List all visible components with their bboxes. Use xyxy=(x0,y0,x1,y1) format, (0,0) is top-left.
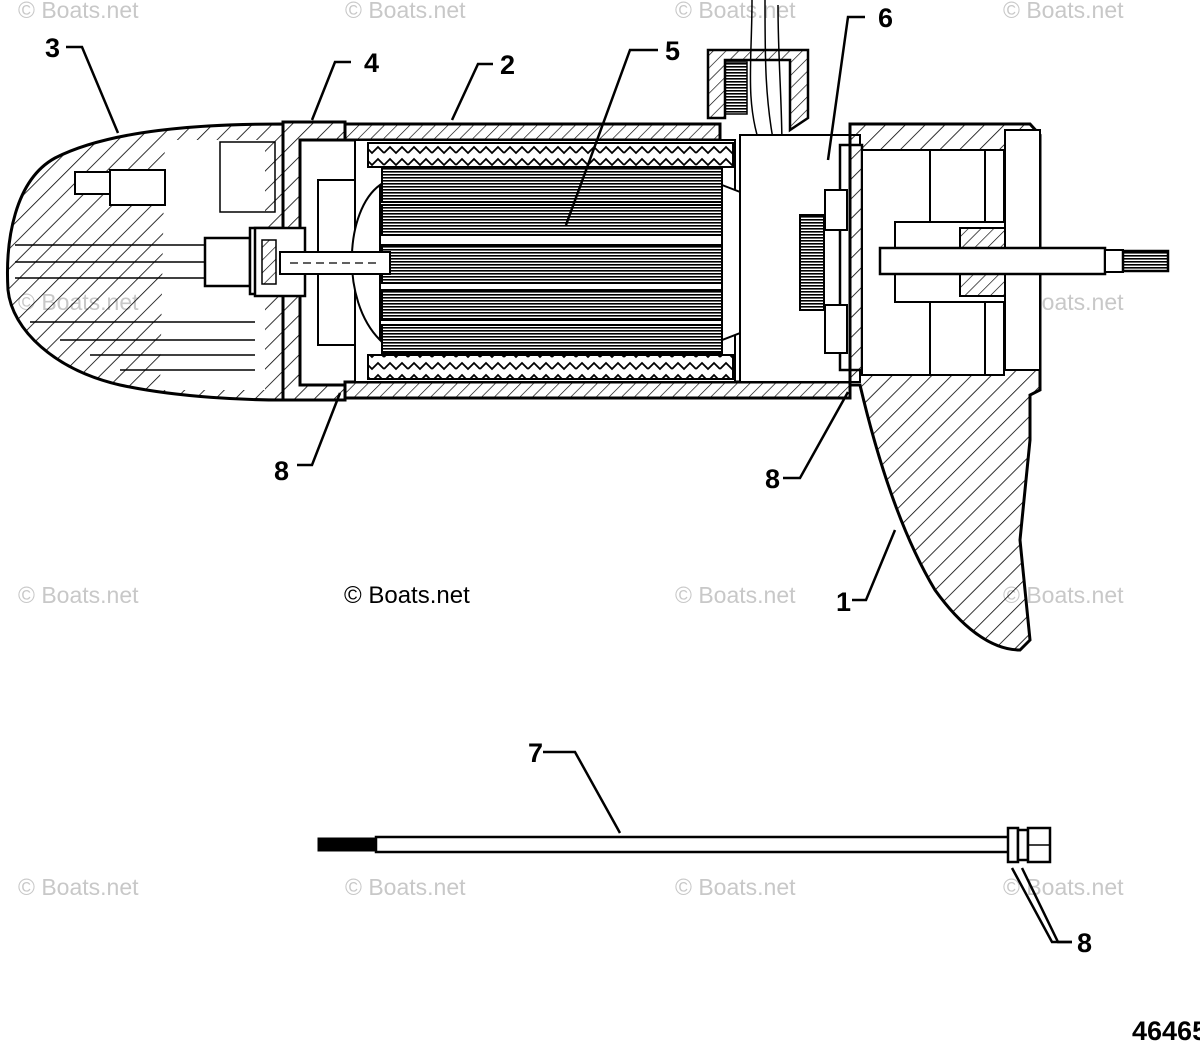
copyright-text: © Boats.net xyxy=(344,582,470,609)
callouts: 3 4 2 5 6 8 8 1 7 8 xyxy=(45,3,1092,958)
callout-4: 4 xyxy=(364,48,379,78)
watermark: © Boats.net xyxy=(1003,0,1124,23)
callout-2: 2 xyxy=(500,50,515,80)
callout-8c: 8 xyxy=(1077,928,1092,958)
watermark: © Boats.net xyxy=(675,0,796,23)
nose-cone xyxy=(6,122,285,402)
output-shaft xyxy=(878,246,1170,276)
callout-1: 1 xyxy=(836,587,851,617)
watermark: © Boats.net xyxy=(675,874,796,900)
leader-lines xyxy=(66,15,1072,944)
watermark: © Boats.net xyxy=(345,874,466,900)
motor-assembly xyxy=(6,0,1170,652)
callout-8b: 8 xyxy=(765,464,780,494)
watermark: © Boats.net xyxy=(345,0,466,23)
watermark: © Boats.net xyxy=(675,582,796,608)
callout-8a: 8 xyxy=(274,456,289,486)
figure-number: 46465 xyxy=(1132,1016,1200,1046)
callout-5: 5 xyxy=(665,36,680,66)
watermark: © Boats.net xyxy=(18,874,139,900)
callout-3: 3 xyxy=(45,33,60,63)
watermark: © Boats.net xyxy=(18,0,139,23)
watermark: © Boats.net xyxy=(18,582,139,608)
through-bolt xyxy=(317,826,1052,864)
callout-7: 7 xyxy=(528,738,543,768)
wire-grommet xyxy=(706,0,810,151)
brush-plate xyxy=(739,134,864,383)
callout-6: 6 xyxy=(878,3,893,33)
